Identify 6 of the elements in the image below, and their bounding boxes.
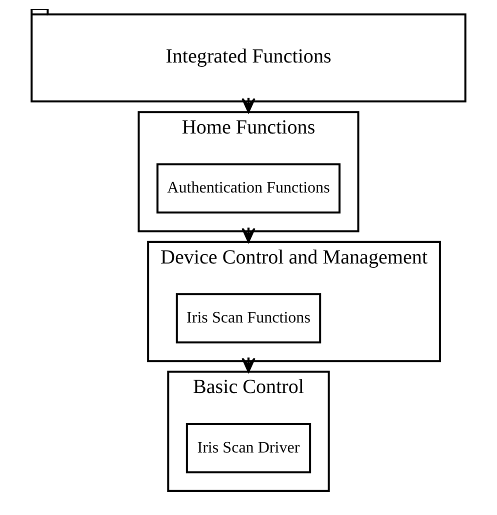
node-box: Iris Scan Functions	[176, 292, 322, 343]
arrow	[242, 227, 256, 242]
node-box: Iris Scan Driver	[186, 422, 312, 473]
arrow	[242, 97, 256, 112]
node-box: Authentication Functions	[156, 162, 341, 213]
arrow	[242, 357, 256, 372]
